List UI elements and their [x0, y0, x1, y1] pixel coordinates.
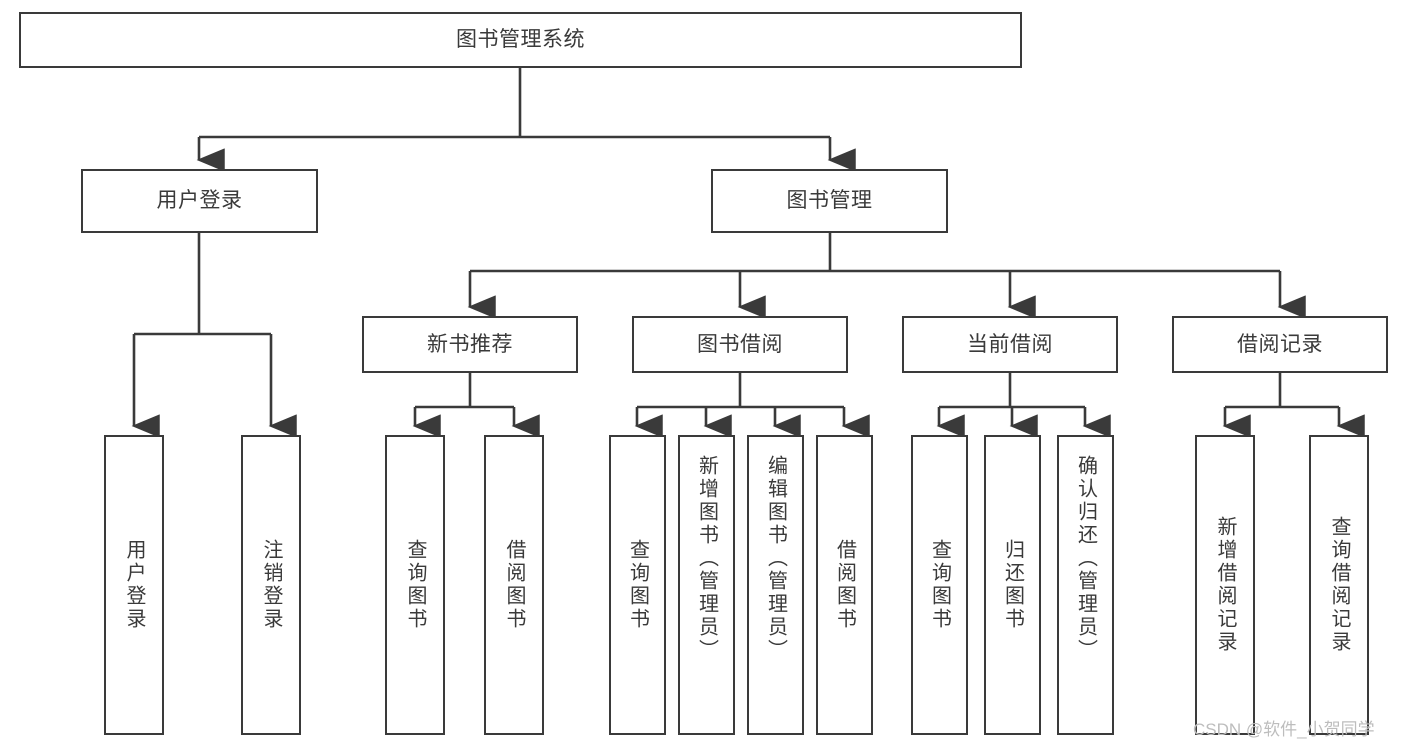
node-leaf-query-book-current[interactable]: 查询图书 [911, 435, 968, 735]
node-leaf-query-book-borrow[interactable]: 查询图书 [609, 435, 666, 735]
node-leaf-add-record[interactable]: 新增借阅记录 [1195, 435, 1255, 735]
node-leaf-edit-book-label: 编辑图书（管理员） [764, 455, 787, 662]
node-book-manage-label: 图书管理 [786, 189, 873, 213]
node-leaf-borrow-book-rec-label: 借阅图书 [503, 539, 525, 631]
node-leaf-confirm-return[interactable]: 确认归还（管理员） [1057, 435, 1114, 735]
node-leaf-query-book-rec-label: 查询图书 [404, 539, 426, 631]
node-leaf-query-book-current-label: 查询图书 [928, 539, 951, 631]
node-leaf-borrow-book-label: 借阅图书 [833, 539, 856, 631]
node-leaf-user-login[interactable]: 用户登录 [104, 435, 164, 735]
node-leaf-return-book-label: 归还图书 [1001, 539, 1024, 631]
node-root[interactable]: 图书管理系统 [19, 12, 1022, 68]
node-current-borrow-label: 当前借阅 [967, 332, 1053, 356]
node-borrow-record-label: 借阅记录 [1237, 332, 1323, 356]
node-leaf-borrow-book[interactable]: 借阅图书 [816, 435, 873, 735]
node-book-borrow-label: 图书借阅 [697, 332, 783, 356]
node-leaf-return-book[interactable]: 归还图书 [984, 435, 1041, 735]
node-leaf-user-login-label: 用户登录 [123, 539, 145, 631]
node-borrow-record[interactable]: 借阅记录 [1172, 316, 1388, 373]
node-user-login-label: 用户登录 [156, 189, 243, 213]
node-leaf-edit-book[interactable]: 编辑图书（管理员） [747, 435, 804, 735]
node-leaf-borrow-book-rec[interactable]: 借阅图书 [484, 435, 544, 735]
node-leaf-query-record[interactable]: 查询借阅记录 [1309, 435, 1369, 735]
node-leaf-logout-label: 注销登录 [260, 539, 282, 631]
node-leaf-add-book[interactable]: 新增图书（管理员） [678, 435, 735, 735]
node-leaf-add-book-label: 新增图书（管理员） [695, 455, 718, 662]
node-leaf-confirm-return-label: 确认归还（管理员） [1074, 455, 1097, 662]
node-book-borrow[interactable]: 图书借阅 [632, 316, 848, 373]
node-leaf-logout[interactable]: 注销登录 [241, 435, 301, 735]
node-leaf-query-book-borrow-label: 查询图书 [626, 539, 649, 631]
watermark: CSDN @软件_小贺同学 [1193, 720, 1375, 739]
node-root-label: 图书管理系统 [456, 28, 585, 52]
node-new-book-recommend-label: 新书推荐 [427, 332, 513, 356]
node-leaf-query-book-rec[interactable]: 查询图书 [385, 435, 445, 735]
node-user-login[interactable]: 用户登录 [81, 169, 318, 233]
node-book-manage[interactable]: 图书管理 [711, 169, 948, 233]
node-current-borrow[interactable]: 当前借阅 [902, 316, 1118, 373]
node-leaf-add-record-label: 新增借阅记录 [1214, 516, 1236, 654]
node-new-book-recommend[interactable]: 新书推荐 [362, 316, 578, 373]
node-leaf-query-record-label: 查询借阅记录 [1328, 516, 1350, 654]
